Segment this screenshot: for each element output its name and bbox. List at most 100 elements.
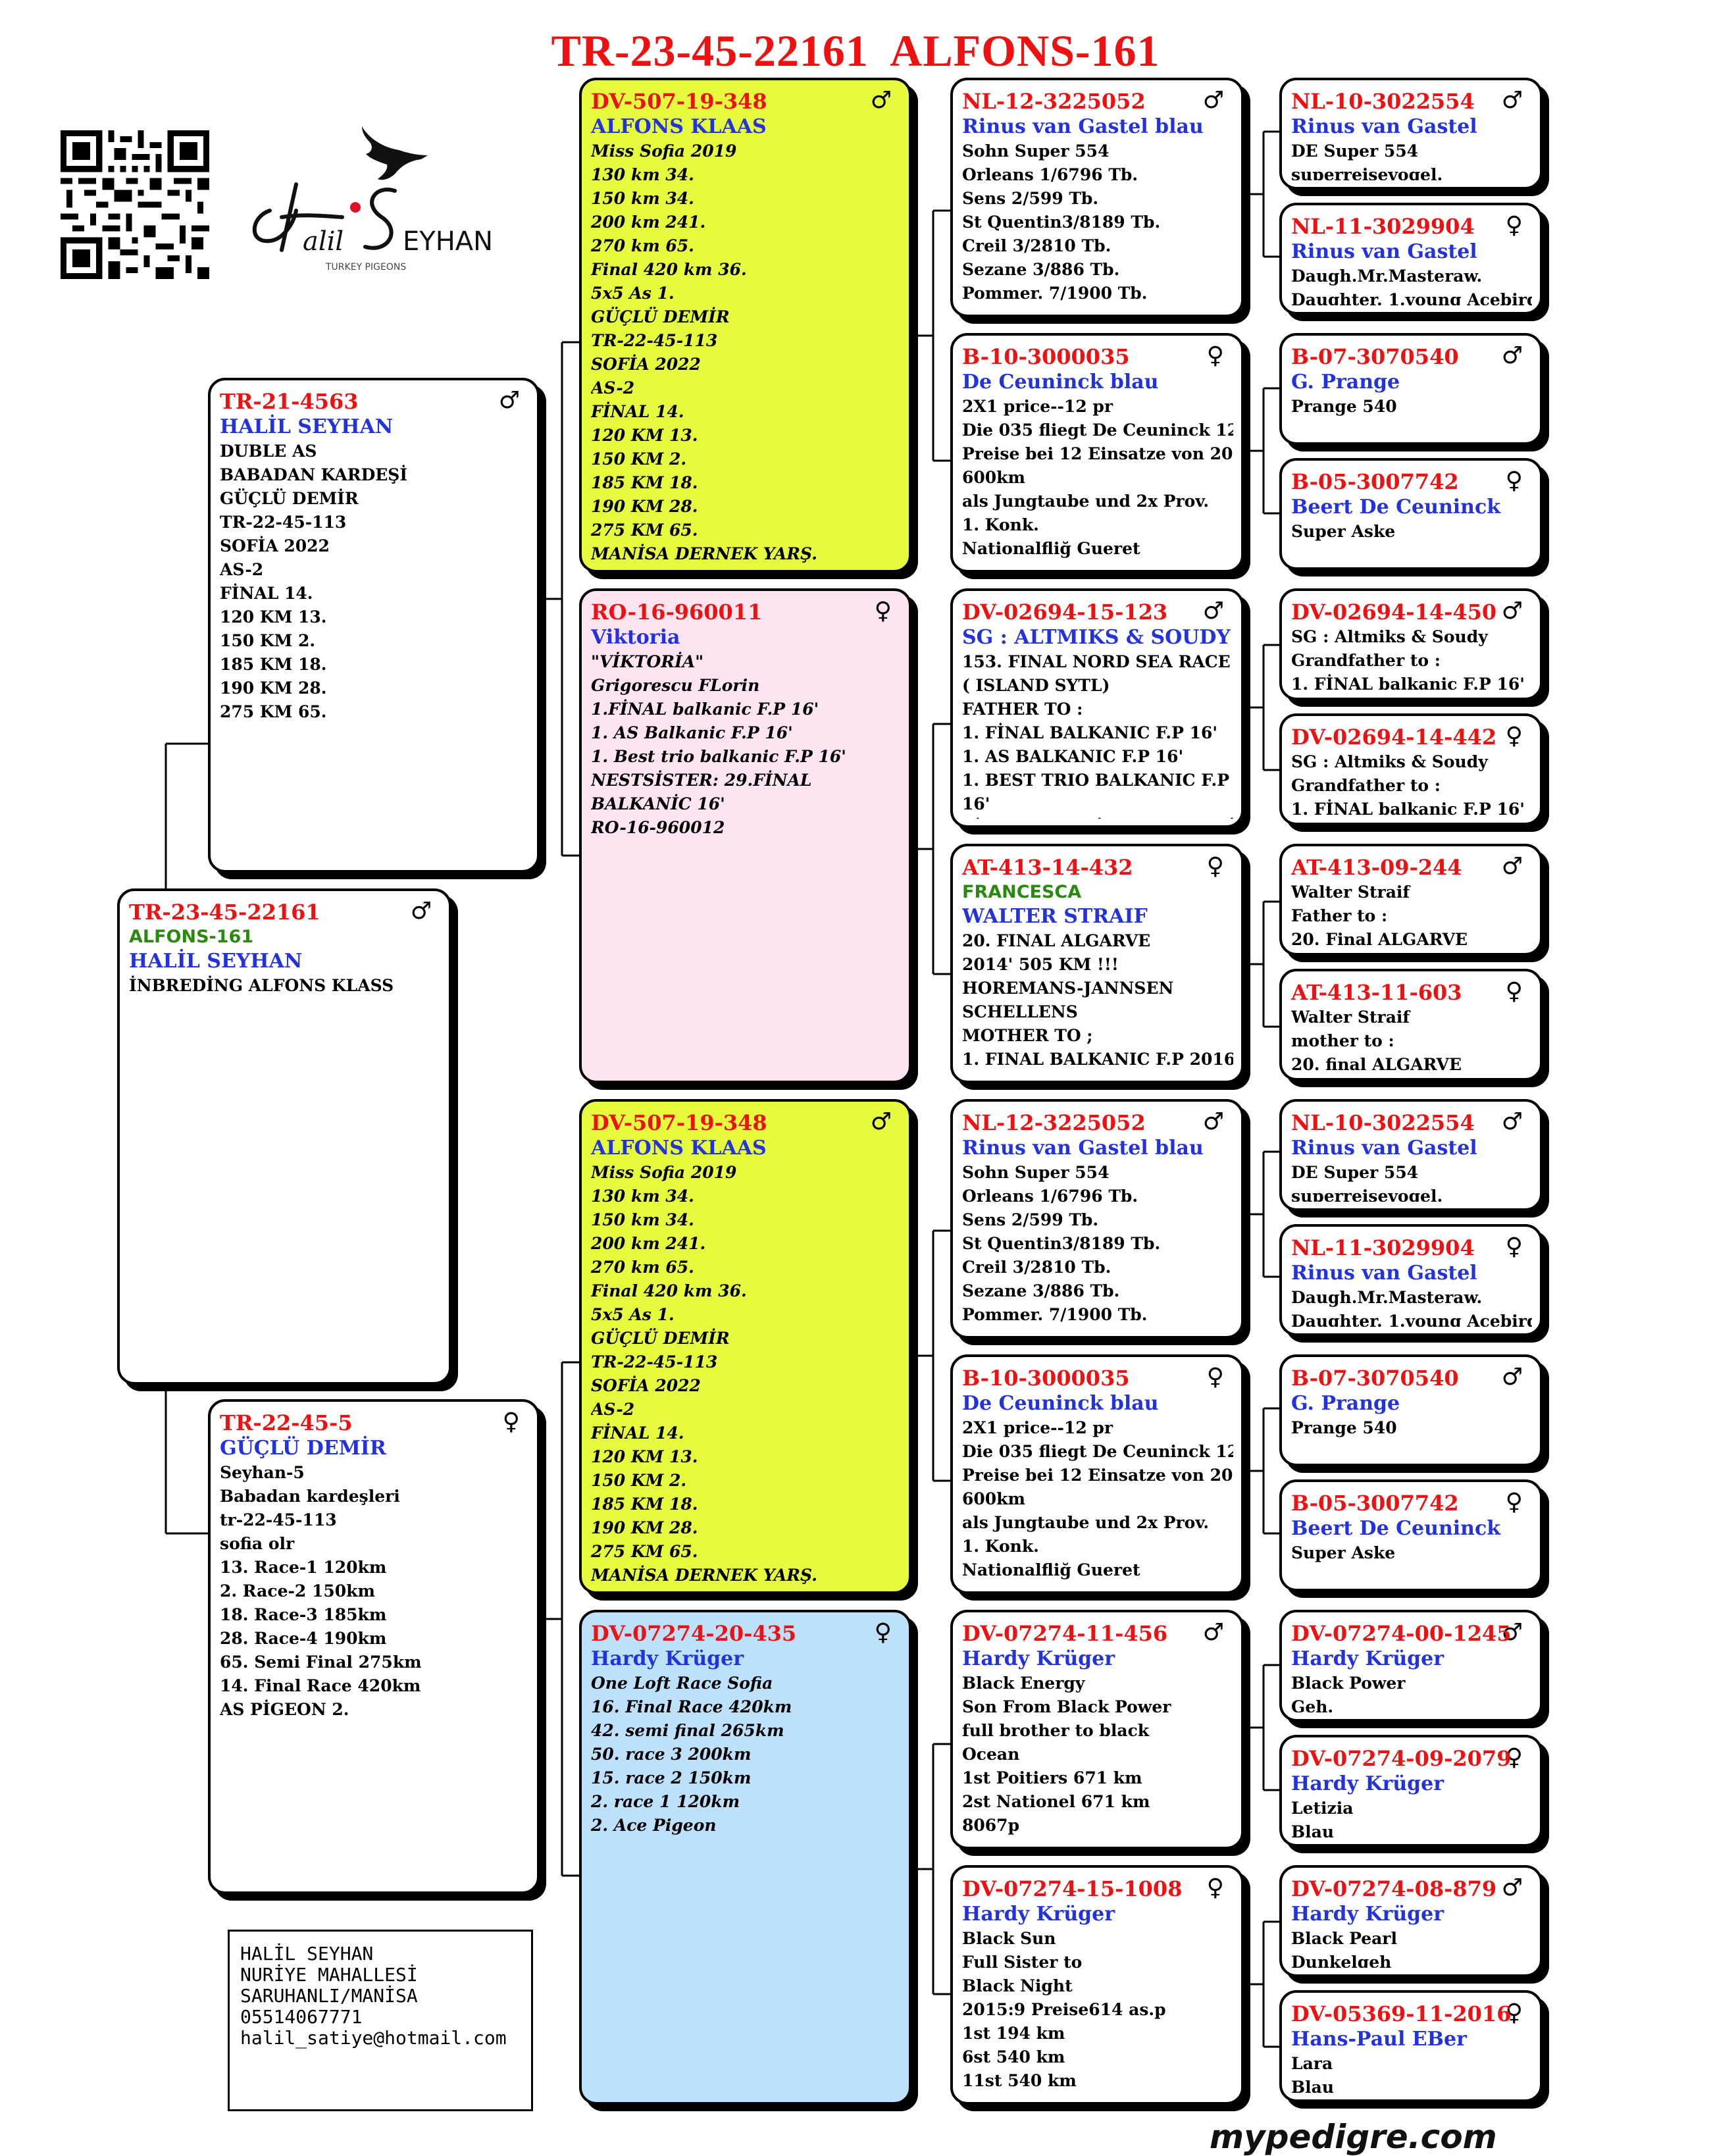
ring-number: DV-05369-11-2016 (1291, 2001, 1512, 2026)
detail-line: 65. Semi Final 275km (220, 1653, 422, 1672)
detail-line: 120 KM 13. (220, 607, 327, 627)
male-sex-icon: ♂ (1501, 598, 1523, 625)
pedigree-box-g5: ♂ NL-12-3225052 Rinus van Gastel blau So… (950, 1099, 1244, 1339)
male-sex-icon: ♂ (1501, 1364, 1523, 1391)
ring-number: DV-07274-08-879 (1291, 1876, 1497, 1901)
detail-line: 16' (962, 794, 990, 813)
detail-line: 2. race 1 120km (591, 1792, 740, 1811)
detail-line: 275 KM 65. (591, 521, 698, 540)
detail-line: Full Sister to (962, 1953, 1083, 1972)
detail-line: RO-16-960012 (591, 818, 725, 837)
detail-line: AS-2 (220, 560, 264, 579)
detail-line: 1st Poitiers 671 km (962, 1768, 1142, 1787)
pedigree-box-sd: ♀ RO-16-960011 Viktoria "VİKTORİA"Grigor… (579, 588, 911, 1083)
detail-line: 150 KM 2. (591, 449, 687, 469)
owner-name: SG : ALTMIKS & SOUDY (962, 626, 1231, 649)
owner-name: Hans-Paul EBer (1291, 2028, 1467, 2051)
detail-line: St Quentin3/8189 Tb. (962, 1234, 1161, 1253)
pedigree-box-g8: ♀ DV-07274-15-1008 Hardy Krüger Black Su… (950, 1865, 1244, 2105)
detail-line: TR-22-45-113 (591, 1352, 718, 1372)
detail-line: Father to : (1291, 906, 1388, 925)
male-sex-icon: ♂ (870, 87, 892, 114)
detail-line: GÜÇLÜ DEMİR (591, 1329, 730, 1348)
pedigree-box-g2: ♀ B-10-3000035 De Ceuninck blau 2X1 pric… (950, 333, 1244, 573)
detail-line: als Jungtaube und 2x Prov. (962, 492, 1210, 511)
box-details: Prange 540 (1291, 395, 1532, 419)
detail-line: 1. FİNAL balkanic F.P 16' (1291, 675, 1525, 691)
ring-number: DV-07274-20-435 (591, 1621, 797, 1646)
owner-name: Hardy Krüger (1291, 1647, 1444, 1670)
detail-line: Grandfather to : (1291, 776, 1441, 795)
detail-line: Sohn Super 554 (962, 1163, 1110, 1182)
owner-name: Hardy Krüger (1291, 1903, 1444, 1926)
detail-line: 13885 v 319 (962, 561, 1233, 563)
ring-number: DV-07274-11-456 (962, 1621, 1168, 1646)
detail-line: 1. BEST TRIO BALKANIC F.P (962, 771, 1230, 790)
female-sex-icon: ♀ (1505, 1489, 1523, 1516)
female-sex-icon: ♀ (1505, 212, 1523, 239)
detail-line: 200 km 241. (591, 1234, 706, 1253)
pedigree-box-g1: ♂ NL-12-3225052 Rinus van Gastel blau So… (950, 78, 1244, 317)
pedigree-box-h12: ♀ B-05-3007742 Beert De Ceuninck Super A… (1279, 1479, 1543, 1591)
detail-line: Nationalfliğ Gueret (962, 539, 1140, 558)
detail-line: Creil 3/2810 Tb. (962, 1258, 1111, 1277)
detail-line: İNBREDİNG ALFONS KLASS (129, 976, 394, 995)
detail-line: 5x5 As 1. (591, 1305, 675, 1324)
detail-line: 5x5 As 1. (591, 284, 675, 303)
pedigree-box-ss: ♂ DV-507-19-348 ALFONS KLAAS Miss Sofia … (579, 78, 911, 573)
male-sex-icon: ♂ (1202, 1108, 1224, 1135)
female-sex-icon: ♀ (1505, 723, 1523, 750)
owner-name: ALFONS KLAAS (591, 115, 767, 138)
detail-line: 190 KM 28. (591, 497, 698, 516)
owner-name: G. Prange (1291, 1392, 1400, 1415)
ring-number: NL-11-3029904 (1291, 1235, 1475, 1260)
detail-line: SG : Altmiks & Soudy (1291, 627, 1488, 646)
detail-line: 20. FINAL ALGARVE (962, 931, 1151, 950)
detail-line: SG : Altmiks & Soudy (1291, 752, 1488, 771)
detail-line: SİSTER : 29. FİNAL BALKANİC (962, 816, 1233, 819)
detail-line: One Loft Race Sofia (591, 1674, 773, 1693)
detail-line: 185 KM 18. (591, 1495, 698, 1514)
detail-line: 1. FINAL BALKANIC F.P 2016 (962, 1050, 1233, 1069)
ring-number: DV-507-19-348 (591, 1110, 767, 1135)
pedigree-box-h10: ♀ NL-11-3029904 Rinus van Gastel Daugh.M… (1279, 1224, 1543, 1336)
female-sex-icon: ♀ (1206, 342, 1224, 369)
detail-line: 190 KM 28. (220, 679, 327, 698)
detail-line: Pommer. 7/1900 Tb. (962, 1305, 1148, 1324)
female-sex-icon: ♀ (1206, 853, 1224, 880)
ring-number: NL-10-3022554 (1291, 89, 1475, 114)
owner-name: Hardy Krüger (962, 1903, 1115, 1926)
detail-line: 42. semi final 265km (591, 1721, 784, 1740)
detail-line: ( ISLAND SYTL) (962, 676, 1110, 695)
female-sex-icon: ♀ (1206, 1364, 1224, 1391)
ring-number: TR-22-45-5 (220, 1410, 353, 1435)
box-details: Super Aske (1291, 1541, 1532, 1565)
detail-line: Miss Sofia 2019 (591, 1163, 737, 1182)
male-sex-icon: ♂ (410, 898, 432, 925)
detail-line: Walter Straif (1291, 1008, 1410, 1027)
detail-line: 11st 540 km (962, 2071, 1077, 2090)
detail-line: Sezane 3/886 Tb. (962, 1281, 1120, 1300)
detail-line: Sens 9/1564 Tb. (962, 1327, 1233, 1329)
ring-number: NL-10-3022554 (1291, 1110, 1475, 1135)
detail-line: Black Energy (962, 1674, 1085, 1693)
owner-name: Hardy Krüger (591, 1647, 744, 1670)
ring-number: RO-16-960011 (591, 600, 763, 625)
detail-line: 1st 194 km (962, 2024, 1065, 2043)
female-sex-icon: ♀ (1505, 978, 1523, 1005)
detail-line: Grigorescu FLorin (591, 676, 760, 695)
detail-line: DE Super 554 (1291, 141, 1419, 161)
detail-line: Preise bei 12 Einsatze von 200 bis (962, 444, 1233, 463)
detail-line: 1. AS BALKANIC F.P (962, 1071, 1233, 1074)
owner-name: HALİL SEYHAN (220, 415, 394, 438)
detail-line: Blau (1291, 1822, 1335, 1837)
